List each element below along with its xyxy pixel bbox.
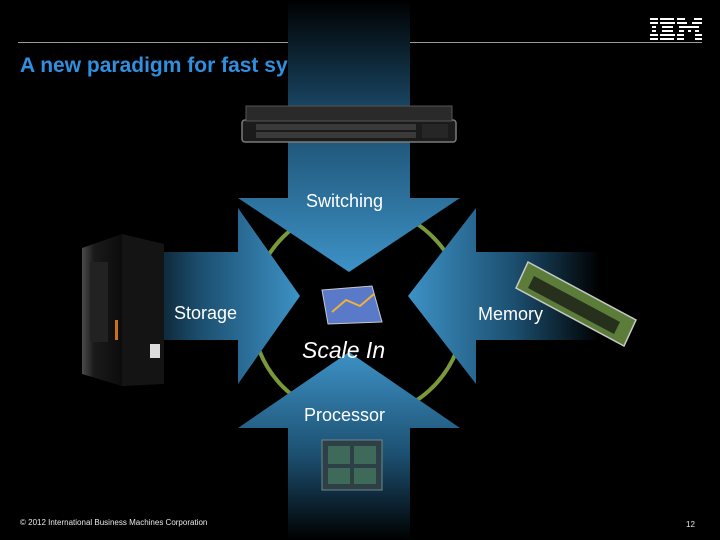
chart-thumbnail-icon [321, 285, 383, 325]
processor-chip-icon [321, 439, 383, 491]
label-processor: Processor [304, 405, 386, 425]
network-switch-icon [241, 105, 457, 143]
label-scale-in: Scale In [302, 337, 386, 363]
ibm-logo [650, 18, 702, 40]
label-switching: Switching [306, 191, 384, 211]
storage-arrow [120, 208, 300, 384]
page-number: 12 [686, 520, 695, 529]
copyright-footer: © 2012 International Business Machines C… [20, 518, 208, 527]
label-storage: Storage [174, 303, 238, 323]
page-title: A new paradigm for fast systems [20, 54, 349, 77]
memory-arrow [408, 208, 600, 384]
memory-module-icon [515, 260, 637, 348]
server-rack-icon [82, 234, 164, 386]
label-memory: Memory [478, 304, 544, 324]
